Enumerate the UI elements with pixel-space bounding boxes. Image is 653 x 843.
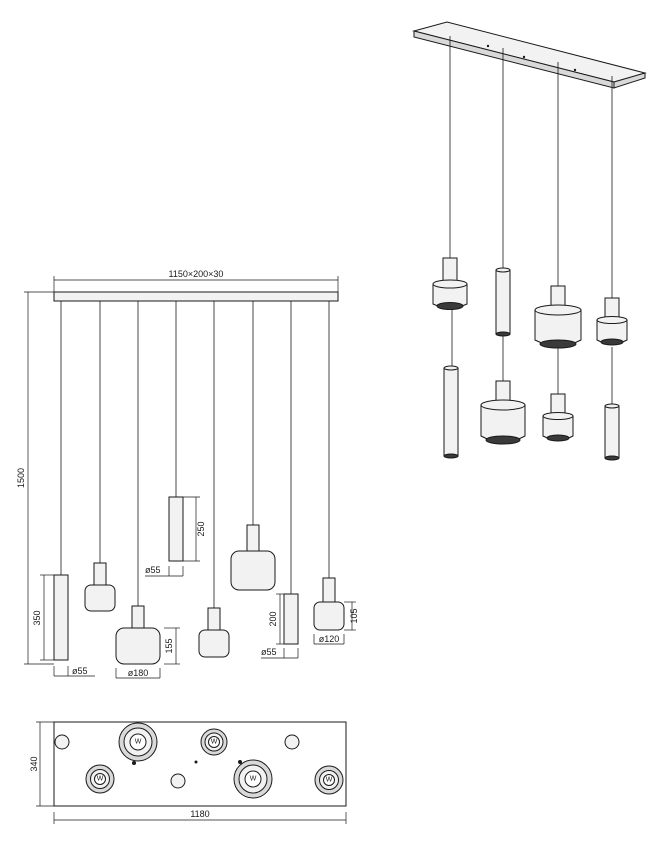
- perspective-cords: [449, 36, 613, 406]
- glass-small-height-label: 105: [349, 608, 359, 623]
- tube-outlet-1: [54, 734, 70, 750]
- perspective-small-glass-d: [596, 297, 628, 346]
- canopy-dimension-label: 1150×200×30: [169, 269, 224, 279]
- canopy-bar: [53, 291, 339, 302]
- tube-250-height-label: 250: [196, 521, 206, 536]
- socket-mark: W: [326, 777, 333, 784]
- perspective-small-glass-c: [542, 393, 574, 442]
- canopy-plan: [53, 721, 347, 807]
- tube-350-height-label: 350: [32, 610, 42, 625]
- glass-small-diameter-label: ø120: [319, 634, 340, 644]
- pendant-large-glass: 155 ø180: [115, 605, 180, 679]
- perspective-tube-a: [443, 365, 459, 459]
- perspective-tube-d: [604, 403, 620, 461]
- tube-outlet-2: [284, 734, 300, 750]
- glass-large-height-label: 155: [164, 638, 174, 653]
- tube-250-diameter-label: ø55: [145, 565, 161, 575]
- socket-mark: W: [250, 776, 257, 783]
- perspective-large-glass-c: [534, 285, 582, 349]
- pendant-cords: [60, 301, 330, 608]
- height-dimension: 1500: [16, 291, 54, 665]
- pendant-tube-250: 250 ø55: [145, 496, 206, 577]
- canopy-perspective-side: [613, 72, 646, 89]
- screw-dot: [238, 760, 242, 764]
- perspective-tube-b: [495, 267, 511, 337]
- pendant-large-glass-2: [230, 524, 276, 591]
- socket-small-2: W: [85, 764, 115, 794]
- pendant-tube-200: 200 ø55: [261, 593, 299, 659]
- canopy-dimension: 1150×200×30: [53, 269, 339, 292]
- tube-200-height-label: 200: [268, 611, 278, 626]
- socket-large-2: W: [233, 759, 273, 799]
- glass-large-diameter-label: ø180: [128, 668, 149, 678]
- perspective-large-glass-b: [480, 380, 526, 445]
- screw-dot: [194, 760, 198, 764]
- socket-small-1: W: [200, 728, 228, 756]
- tube-200-diameter-label: ø55: [261, 647, 277, 657]
- perspective-small-glass-a: [432, 257, 468, 310]
- screw-dot: [132, 761, 136, 765]
- canopy-perspective-top: [412, 21, 647, 83]
- bottom-view: 340 1180 W W W: [29, 721, 347, 824]
- socket-large-1: W: [118, 722, 158, 762]
- pendant-tube-350: 350 ø55: [32, 574, 95, 677]
- tube-outlet-3: [170, 773, 186, 789]
- pendant-small-glass-120: 105 ø120: [313, 577, 359, 645]
- socket-small-3: W: [314, 765, 344, 795]
- pendant-small-glass-2: [198, 607, 230, 658]
- pendant-small-glass-1: [84, 562, 116, 612]
- base-width-label: 1180: [190, 809, 209, 819]
- socket-mark: W: [97, 776, 104, 783]
- socket-mark: W: [135, 739, 142, 746]
- height-dimension-label: 1500: [16, 468, 26, 488]
- socket-mark: W: [211, 739, 218, 746]
- base-depth-label: 340: [29, 756, 39, 771]
- tube-350-diameter-label: ø55: [72, 666, 88, 676]
- front-view: 1150×200×30 1500 350: [16, 269, 359, 679]
- perspective-view: [412, 21, 647, 461]
